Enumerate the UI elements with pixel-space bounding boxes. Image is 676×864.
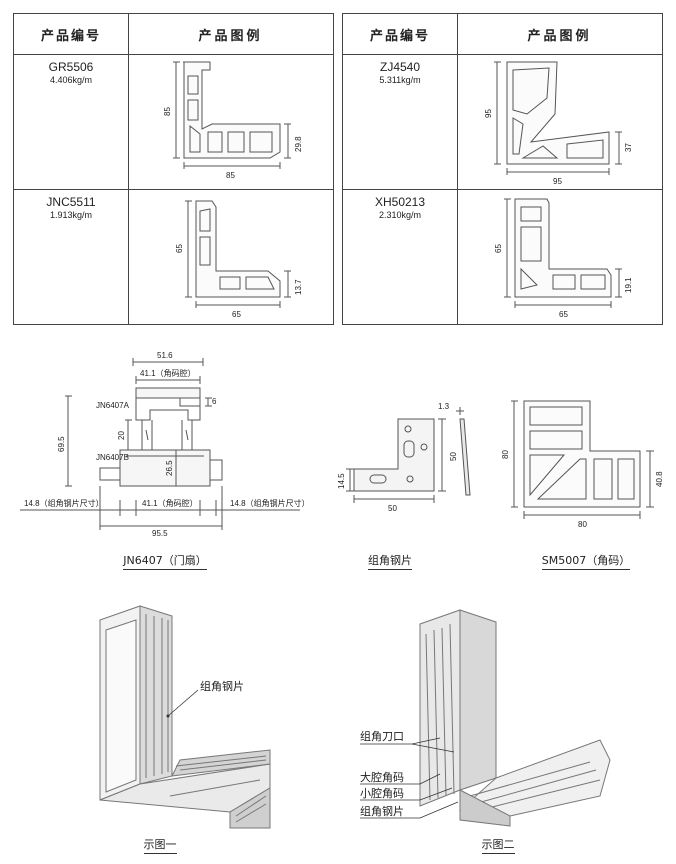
caption-sm5007: SM5007（角码） bbox=[526, 552, 646, 570]
header-product-drawing: 产品图例 bbox=[527, 28, 592, 44]
header-product-code: 产品编号 bbox=[343, 14, 458, 54]
dim-side: 14.5 bbox=[337, 473, 346, 489]
caption-figure-2: 示图二 bbox=[468, 836, 528, 854]
caption-corner-plate: 组角钢片 bbox=[350, 552, 430, 570]
figure-1-drawing bbox=[99, 605, 271, 829]
profile-drawing-xh50213: 65 65 19.1 bbox=[494, 198, 633, 319]
dim-20: 20 bbox=[117, 431, 126, 440]
header-product-code: 产品编号 bbox=[14, 14, 129, 54]
profile-drawing-jnc5511: 65 65 13.7 bbox=[175, 200, 303, 319]
product-code: GR5506 bbox=[48, 60, 94, 74]
dim-left-plate: 14.8（组角钢片尺寸） bbox=[24, 498, 104, 508]
caption-figure-1: 示图一 bbox=[130, 836, 190, 854]
dim-height: 65 bbox=[175, 244, 184, 253]
dim-side: 40.8 bbox=[655, 471, 664, 487]
dim-height: 80 bbox=[501, 450, 510, 459]
jn6407-drawing: 51.6 41.1（角码腔） 6 JN6407A 69.5 20 JN6407B… bbox=[20, 351, 310, 538]
figure-1-label: 组角钢片 bbox=[200, 681, 244, 693]
figure-2-label-4: 组角钢片 bbox=[360, 806, 404, 818]
corner-plate-drawing: 1.3 50 50 14.5 bbox=[337, 402, 471, 513]
product-row-gr5506: GR5506 4.406kg/m 85 85 29.8 bbox=[14, 54, 333, 190]
caption-jn6407: JN6407（门扇） bbox=[110, 552, 220, 570]
dim-height: 69.5 bbox=[57, 436, 66, 452]
dim-top: 51.6 bbox=[157, 351, 173, 360]
table-header: 产品编号 产品图例 bbox=[14, 14, 333, 55]
dim-height: 65 bbox=[494, 244, 503, 253]
profile-drawing-gr5506: 85 85 29.8 bbox=[163, 61, 303, 180]
product-row-zj4540: ZJ4540 5.311kg/m 95 95 37 bbox=[343, 54, 662, 190]
header-product-drawing: 产品图例 bbox=[198, 28, 263, 44]
dim-inner-top: 41.1（角码腔） bbox=[140, 368, 196, 378]
dim-width: 80 bbox=[578, 520, 587, 529]
dim-side: 19.1 bbox=[624, 277, 633, 293]
figure-2-label-1: 组角刀口 bbox=[360, 731, 404, 743]
product-code: ZJ4540 bbox=[379, 60, 421, 74]
dim-26: 26.5 bbox=[165, 460, 174, 476]
dim-6: 6 bbox=[212, 397, 217, 406]
dim-height: 50 bbox=[449, 452, 458, 461]
dim-width: 65 bbox=[232, 310, 241, 319]
product-weight: 1.913kg/m bbox=[49, 210, 93, 220]
dim-side: 13.7 bbox=[294, 279, 303, 295]
product-table-right: 产品编号 产品图例 ZJ4540 5.311kg/m 95 95 37 X bbox=[342, 13, 663, 325]
product-weight: 5.311kg/m bbox=[379, 75, 421, 85]
dim-height: 95 bbox=[484, 109, 493, 118]
figure-2-label-3: 小腔角码 bbox=[360, 788, 404, 800]
dim-side: 29.8 bbox=[294, 136, 303, 152]
dim-thickness: 1.3 bbox=[438, 402, 450, 411]
dim-width: 50 bbox=[388, 504, 397, 513]
product-weight: 4.406kg/m bbox=[49, 75, 93, 85]
dim-mid-cavity: 41.1（角码腔） bbox=[142, 498, 198, 508]
profile-drawing-zj4540: 95 95 37 bbox=[484, 61, 633, 186]
dim-height: 85 bbox=[163, 107, 172, 116]
table-header: 产品编号 产品图例 bbox=[343, 14, 662, 55]
label-jn6407a: JN6407A bbox=[96, 401, 130, 410]
figure-2-drawing bbox=[419, 609, 611, 827]
product-table-left: 产品编号 产品图例 GR5506 4.406kg/m 85 85 29.8 bbox=[13, 13, 334, 325]
dim-width: 95 bbox=[553, 177, 562, 186]
product-weight: 2.310kg/m bbox=[378, 210, 422, 220]
product-row-xh50213: XH50213 2.310kg/m 65 65 19.1 bbox=[343, 189, 662, 325]
dim-total: 95.5 bbox=[152, 529, 168, 538]
dim-width: 65 bbox=[559, 310, 568, 319]
dim-width: 85 bbox=[226, 171, 235, 180]
product-row-jnc5511: JNC5511 1.913kg/m 65 65 13.7 bbox=[14, 189, 333, 325]
dim-right-plate: 14.8（组角钢片尺寸） bbox=[230, 498, 310, 508]
figure-2-label-2: 大腔角码 bbox=[360, 772, 404, 784]
sm5007-drawing: 80 80 40.8 bbox=[501, 400, 664, 529]
label-jn6407b: JN6407B bbox=[96, 453, 129, 462]
dim-side: 37 bbox=[624, 143, 633, 152]
product-code: XH50213 bbox=[374, 195, 426, 209]
product-code: JNC5511 bbox=[46, 195, 96, 209]
